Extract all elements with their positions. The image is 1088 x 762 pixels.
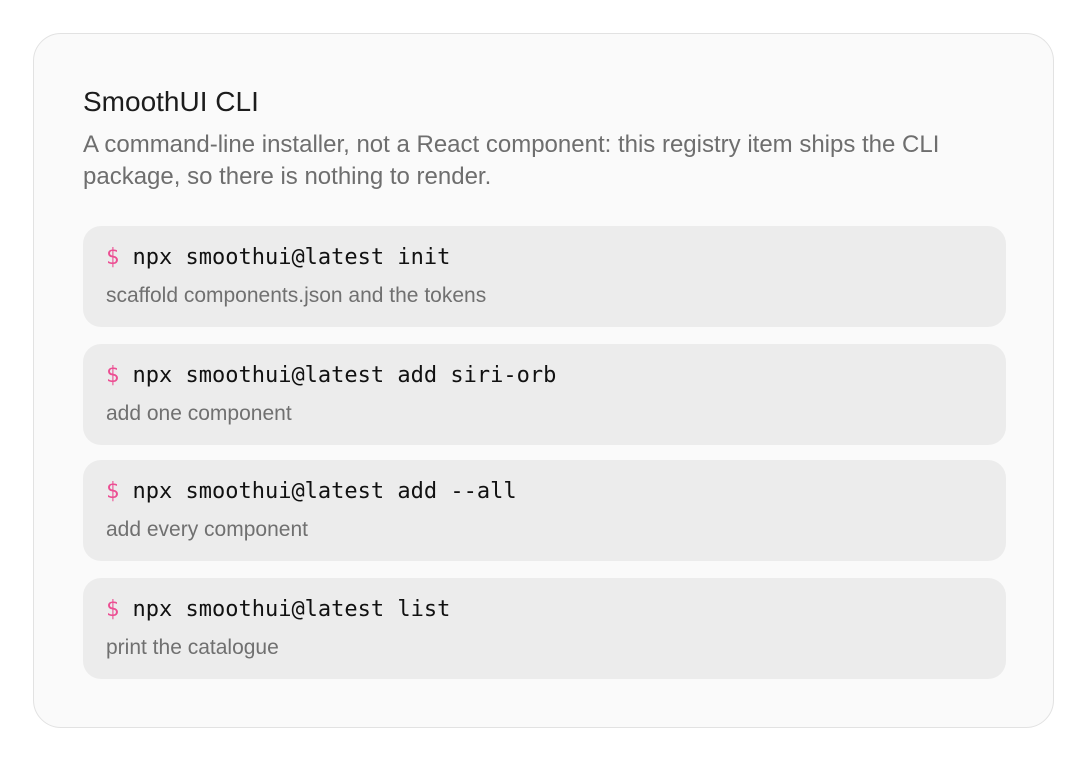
prompt-symbol: $	[106, 245, 120, 270]
command-line[interactable]: $ npx smoothui@latest add --all	[106, 476, 517, 508]
command-text[interactable]: npx smoothui@latest list	[132, 597, 451, 622]
command-line[interactable]: $ npx smoothui@latest init	[106, 242, 450, 274]
prompt-symbol: $	[106, 597, 120, 622]
card-subtitle: A command-line installer, not a React co…	[83, 131, 940, 190]
command-block-add-all[interactable]: $ npx smoothui@latest add --all add ever…	[83, 460, 1006, 561]
command-block-init[interactable]: $ npx smoothui@latest init scaffold comp…	[83, 226, 1006, 327]
command-block-list[interactable]: $ npx smoothui@latest list print the cat…	[83, 578, 1006, 679]
command-description: add every component	[106, 518, 308, 541]
command-line[interactable]: $ npx smoothui@latest add siri-orb	[106, 360, 556, 392]
command-text[interactable]: npx smoothui@latest init	[132, 245, 451, 270]
command-description: add one component	[106, 402, 292, 425]
command-line[interactable]: $ npx smoothui@latest list	[106, 594, 450, 626]
command-text[interactable]: npx smoothui@latest add siri-orb	[132, 363, 557, 388]
command-block-add-siri-orb[interactable]: $ npx smoothui@latest add siri-orb add o…	[83, 344, 1006, 445]
command-description: scaffold components.json and the tokens	[106, 284, 487, 307]
cli-card: SmoothUI CLI A command-line installer, n…	[33, 33, 1054, 728]
command-text[interactable]: npx smoothui@latest add --all	[132, 479, 517, 504]
command-description: print the catalogue	[106, 636, 279, 659]
prompt-symbol: $	[106, 479, 120, 504]
prompt-symbol: $	[106, 363, 120, 388]
card-title: SmoothUI CLI	[83, 86, 259, 117]
